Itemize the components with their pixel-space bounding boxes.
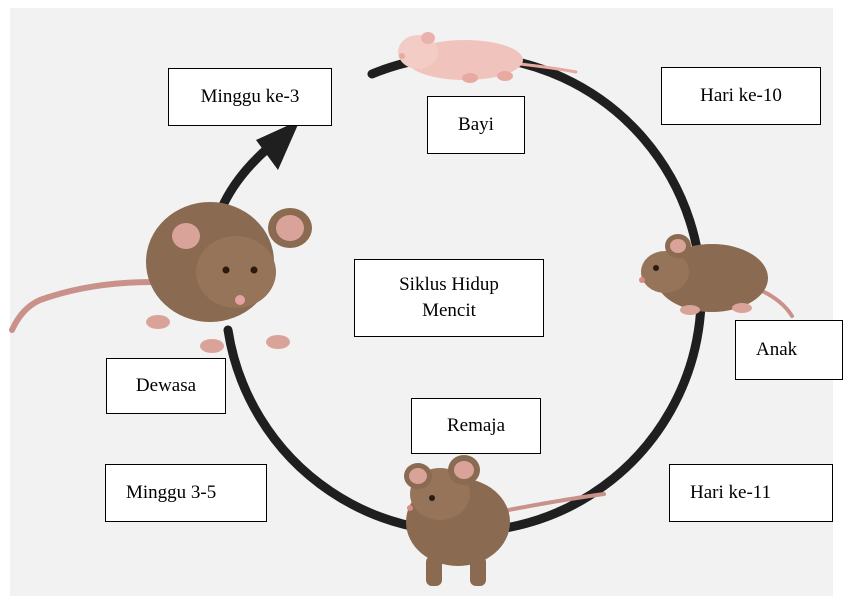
teen-mouse-icon — [404, 455, 606, 586]
label-bayi: Bayi — [427, 96, 525, 154]
label-minggu-ke-3: Minggu ke-3 — [168, 68, 332, 126]
label-hari-ke-11: Hari ke-11 — [669, 464, 833, 522]
center-title-line-2: Mencit — [422, 300, 476, 321]
label-anak: Anak — [735, 320, 843, 380]
center-title: Siklus Hidup Mencit — [354, 259, 544, 337]
cycle-ring — [223, 51, 706, 537]
cycle-arrow-shaft — [215, 143, 273, 217]
label-remaja: Remaja — [411, 398, 541, 454]
label-minggu-3-5: Minggu 3-5 — [105, 464, 267, 522]
adult-mouse-icon — [9, 202, 312, 353]
cycle-arrowhead — [256, 120, 300, 170]
young-mouse-icon — [639, 234, 794, 318]
label-dewasa: Dewasa — [106, 358, 226, 414]
label-hari-ke-10: Hari ke-10 — [661, 67, 821, 125]
center-title-line-1: Siklus Hidup — [399, 274, 499, 296]
baby-mouse-icon — [398, 32, 578, 83]
